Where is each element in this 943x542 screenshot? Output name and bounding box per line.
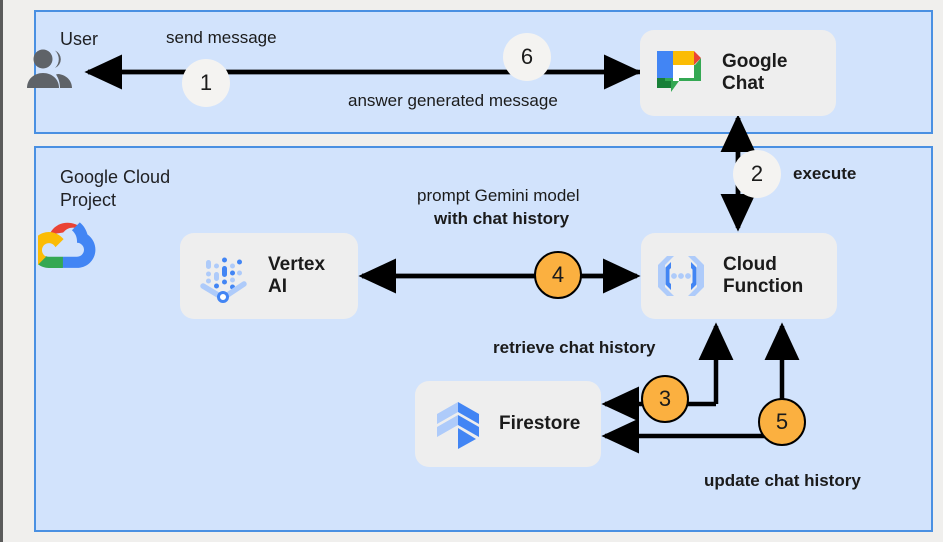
users-icon xyxy=(24,48,78,90)
label-send-message: send message xyxy=(166,28,277,47)
label-execute: execute xyxy=(793,164,857,183)
step-badge-2[interactable]: 2 xyxy=(733,150,781,198)
step-badge-6[interactable]: 6 xyxy=(503,33,551,81)
step-badge-4[interactable]: 4 xyxy=(534,251,582,299)
google-cloud-icon xyxy=(30,218,100,270)
node-firestore[interactable]: Firestore xyxy=(415,381,601,467)
panel-gcp-title: Google Cloud Project xyxy=(60,167,171,210)
label-answer-generated-message: answer generated message xyxy=(348,91,558,110)
node-google-chat-label: Google Chat xyxy=(722,51,788,94)
vertex-ai-icon xyxy=(194,246,254,306)
node-vertex-ai-label: Vertex AI xyxy=(268,254,326,297)
node-firestore-label: Firestore xyxy=(499,413,581,434)
firestore-icon xyxy=(431,396,487,452)
label-with-chat-history: with chat history xyxy=(434,209,570,228)
label-prompt-gemini-model: prompt Gemini model xyxy=(417,186,580,205)
node-google-chat[interactable]: Google Chat xyxy=(640,30,836,116)
step-badge-3[interactable]: 3 xyxy=(641,375,689,423)
google-chat-icon xyxy=(650,44,708,102)
cloud-function-icon xyxy=(651,246,711,306)
step-badge-1[interactable]: 1 xyxy=(182,59,230,107)
node-cloud-function-label: Cloud Function xyxy=(723,254,804,297)
node-vertex-ai[interactable]: Vertex AI xyxy=(180,233,358,319)
label-update-chat-history: update chat history xyxy=(704,471,861,490)
panel-user-title: User xyxy=(60,29,99,49)
node-cloud-function[interactable]: Cloud Function xyxy=(641,233,837,319)
label-retrieve-chat-history: retrieve chat history xyxy=(493,338,656,357)
step-badge-5[interactable]: 5 xyxy=(758,398,806,446)
